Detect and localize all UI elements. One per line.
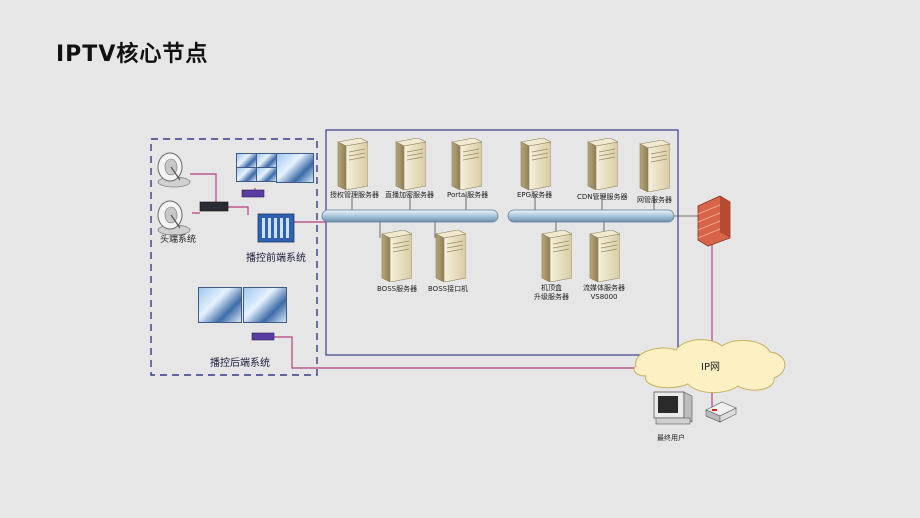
- auth-server-icon: [334, 138, 368, 190]
- video-tile: [256, 153, 277, 168]
- encoder-device-icon: [199, 201, 229, 212]
- switch-device-icon: [241, 189, 265, 198]
- switch-device-icon: [251, 332, 275, 341]
- server-label: CDN管理服务器: [577, 193, 628, 201]
- video-tile: [236, 153, 257, 168]
- boss-server-icon: [378, 230, 412, 282]
- video-tile: [276, 153, 314, 183]
- ip-network-cloud: [633, 339, 786, 393]
- firewall-icon: [697, 195, 731, 247]
- backbone-bus-right: [507, 209, 675, 223]
- end-user-pc-icon: [653, 391, 693, 425]
- end-user-label: 最终用户: [657, 434, 685, 442]
- ip-network-label: IP网: [701, 362, 720, 373]
- backend-label: 播控后端系统: [210, 358, 270, 369]
- server-label: 流媒体服务器 VS8000: [583, 284, 625, 301]
- video-tile: [256, 167, 277, 182]
- frontend-region-border: [150, 138, 318, 376]
- stb-upgrade-server-icon: [538, 230, 572, 282]
- server-label: BOSS接口机: [428, 285, 469, 293]
- core-node-frame: [325, 129, 679, 356]
- server-label: 直播加密服务器: [385, 191, 434, 199]
- video-tile: [243, 287, 287, 323]
- frontend-rack-icon: [257, 213, 295, 243]
- headend-label: 头端系统: [160, 235, 197, 245]
- encryption-server-icon: [392, 138, 426, 190]
- video-tile: [236, 167, 257, 182]
- server-label: BOSS服务器: [377, 285, 418, 293]
- server-label: 网管服务器: [637, 196, 672, 204]
- frontend-label: 播控前端系统: [246, 253, 306, 264]
- cdn-server-icon: [584, 138, 618, 190]
- satellite-dish-icon: [157, 200, 191, 236]
- nms-server-icon: [636, 140, 670, 192]
- backbone-bus-left: [321, 209, 499, 223]
- server-label: EPG服务器: [517, 191, 553, 199]
- video-tile: [198, 287, 242, 323]
- server-label: Portal服务器: [447, 191, 489, 199]
- portal-server-icon: [448, 138, 482, 190]
- streaming-server-icon: [586, 230, 620, 282]
- set-top-box-icon: [705, 401, 737, 423]
- server-label: 授权管理服务器: [330, 191, 379, 199]
- boss-interface-server-icon: [432, 230, 466, 282]
- epg-server-icon: [517, 138, 551, 190]
- page-title: IPTV核心节点: [56, 42, 209, 67]
- satellite-dish-icon: [157, 152, 191, 188]
- server-label: 机顶盒 升级服务器: [534, 284, 569, 301]
